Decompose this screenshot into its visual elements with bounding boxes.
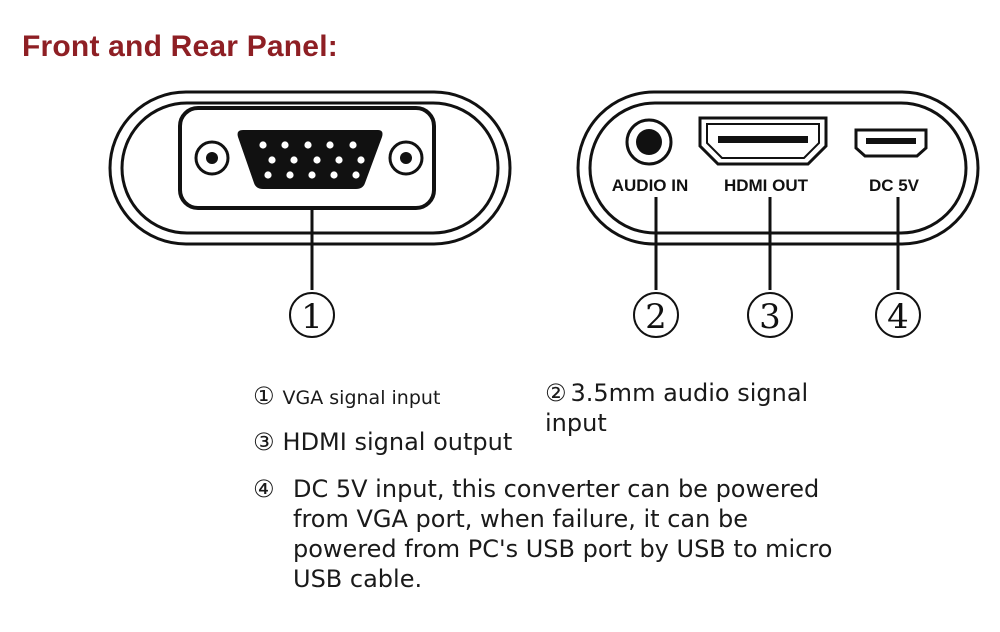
vga-screw-left-icon [194, 140, 230, 176]
front-panel: 1 [108, 90, 512, 338]
dc-5v-label: DC 5V [869, 176, 920, 195]
rear-panel: AUDIO IN HDMI OUT DC 5V 2 3 4 [576, 90, 980, 338]
hdmi-port-icon [698, 116, 828, 166]
callout-2 [633, 292, 679, 338]
audio-jack-icon [625, 118, 673, 166]
legend-num-2: ② [545, 379, 567, 407]
legend-num-3: ③ [253, 428, 275, 456]
callout-3-label: 3 [759, 297, 781, 337]
audio-in-label: AUDIO IN [612, 176, 689, 195]
legend-text-4: DC 5V input, this converter can be power… [293, 475, 833, 593]
page-title: Front and Rear Panel: [22, 30, 338, 63]
legend-item-vga: ① VGA signal input [253, 382, 440, 410]
legend-num-1: ① [253, 382, 275, 410]
callout-1 [289, 292, 335, 338]
callout-1-label: 1 [301, 297, 323, 337]
legend-text-1: VGA signal input [282, 387, 441, 409]
callout-3 [747, 292, 793, 338]
callout-4 [875, 292, 921, 338]
micro-usb-port-icon [854, 128, 928, 158]
vga-screw-right-icon [388, 140, 424, 176]
callout-4-label: 4 [887, 297, 909, 337]
vga-port-icon [237, 130, 383, 189]
legend-item-dc: ④ DC 5V input, this converter can be pow… [253, 474, 853, 594]
legend-text-2: 3.5mm audio signal input [545, 379, 809, 437]
hdmi-out-label: HDMI OUT [724, 176, 809, 195]
legend-text-3: HDMI signal output [282, 428, 513, 456]
callout-2-label: 2 [645, 297, 667, 337]
legend-num-4: ④ [253, 475, 275, 503]
